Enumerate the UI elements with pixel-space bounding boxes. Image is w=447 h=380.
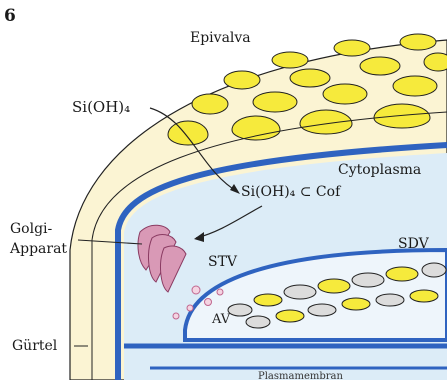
plasmamembran-label: Plasmamembran <box>258 371 343 380</box>
guertel-label: Gürtel <box>12 338 57 354</box>
golgi-label-line1: Golgi- <box>10 221 52 237</box>
silicic-acid-cof-label: Si(OH)₄ ⊂ Cof <box>241 184 340 200</box>
stv-label: STV <box>208 254 237 270</box>
sdv-label: SDV <box>398 236 429 252</box>
silicic-acid-label: Si(OH)₄ <box>72 98 130 116</box>
epivalva-label: Epivalva <box>190 30 251 46</box>
figure-number: 6 <box>4 6 16 26</box>
av-label: AV <box>212 312 230 327</box>
golgi-label-line2: Apparat <box>10 241 67 257</box>
cytoplasma-label: Cytoplasma <box>338 162 421 178</box>
